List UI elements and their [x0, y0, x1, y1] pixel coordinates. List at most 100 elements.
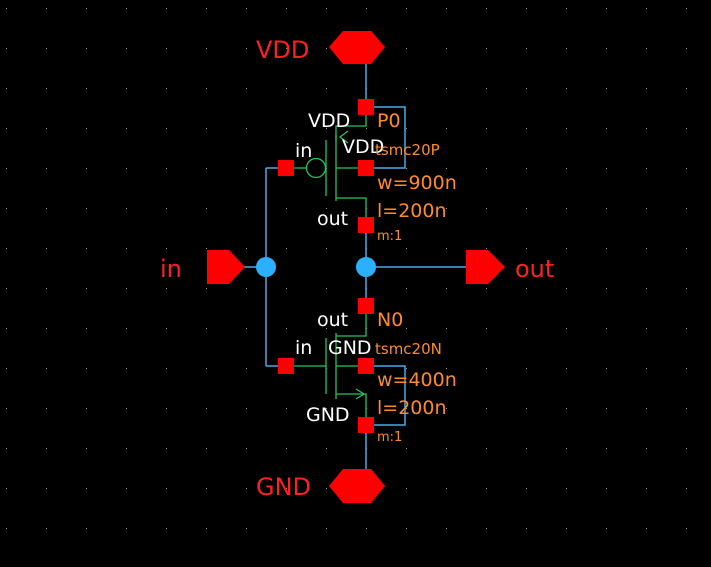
grid-dot	[206, 448, 207, 449]
pmos-instance-name: P0	[377, 110, 401, 132]
grid-dot	[326, 448, 327, 449]
grid-dot	[86, 328, 87, 329]
grid-dot	[606, 248, 607, 249]
grid-dot	[606, 288, 607, 289]
grid-dot	[446, 448, 447, 449]
grid-dot	[526, 528, 527, 529]
grid-dot	[46, 368, 47, 369]
input-pin-in[interactable]	[207, 250, 245, 284]
grid-dot	[166, 408, 167, 409]
pmos-width-param: w=900n	[377, 172, 457, 194]
grid-dot	[486, 48, 487, 49]
grid-dot	[366, 128, 367, 129]
grid-dot	[286, 488, 287, 489]
grid-dot	[406, 8, 407, 9]
grid-dot	[246, 328, 247, 329]
grid-dot	[166, 128, 167, 129]
grid-dot	[166, 248, 167, 249]
grid-dot	[246, 248, 247, 249]
grid-dot	[686, 368, 687, 369]
grid-dot	[206, 8, 207, 9]
grid-dot	[566, 408, 567, 409]
grid-dot	[686, 128, 687, 129]
grid-dot	[686, 248, 687, 249]
pmos-drain-pin[interactable]	[358, 217, 374, 233]
grid-dot	[606, 408, 607, 409]
grid-dot	[286, 528, 287, 529]
grid-dot	[406, 408, 407, 409]
output-pin-out[interactable]	[466, 250, 505, 284]
pmos-source-pin[interactable]	[358, 99, 374, 115]
wire-pmos-bulk-tie[interactable]	[366, 106, 406, 169]
grid-dot	[526, 288, 527, 289]
grid-dot	[246, 288, 247, 289]
grid-dot	[246, 168, 247, 169]
grid-dot	[126, 528, 127, 529]
grid-dot	[326, 528, 327, 529]
grid-dot	[206, 168, 207, 169]
grid-dot	[246, 88, 247, 89]
grid-dot	[6, 288, 7, 289]
vdd-supply-pin[interactable]	[329, 31, 385, 64]
grid-dot	[6, 208, 7, 209]
grid-dot	[166, 368, 167, 369]
grid-dot	[46, 128, 47, 129]
grid-dot	[326, 488, 327, 489]
grid-dot	[406, 328, 407, 329]
grid-dot	[166, 88, 167, 89]
grid-dot	[446, 488, 447, 489]
nmos-drain-pin[interactable]	[358, 298, 374, 314]
grid-dot	[286, 328, 287, 329]
grid-dot	[606, 448, 607, 449]
vdd-pin-label: VDD	[256, 36, 309, 64]
terminal-pins	[278, 99, 374, 433]
junction-dot-in[interactable]	[256, 257, 276, 277]
grid-dot	[526, 328, 527, 329]
in-pin-label: in	[160, 255, 182, 283]
grid-dot	[206, 248, 207, 249]
grid-dot	[486, 448, 487, 449]
grid-dot	[46, 328, 47, 329]
grid-dot	[606, 168, 607, 169]
grid-dot	[406, 48, 407, 49]
grid-dot	[486, 208, 487, 209]
grid-dot	[326, 208, 327, 209]
grid-dot	[686, 528, 687, 529]
grid-dot	[446, 528, 447, 529]
grid-dot	[166, 168, 167, 169]
grid-dot	[206, 328, 207, 329]
grid-dot	[206, 488, 207, 489]
grid-dot	[206, 288, 207, 289]
nmos-gate-pin[interactable]	[278, 358, 294, 374]
junction-dot-out[interactable]	[356, 257, 376, 277]
wire-nmos-bulk-tie[interactable]	[366, 365, 406, 426]
grid-dot	[86, 128, 87, 129]
grid-dot	[566, 88, 567, 89]
gnd-supply-pin[interactable]	[329, 469, 385, 503]
nmos-transistor[interactable]	[286, 306, 367, 425]
pmos-length-param: l=200n	[377, 200, 447, 222]
pmos-source-net-label: VDD	[308, 110, 350, 132]
nmos-length-param: l=200n	[377, 397, 447, 419]
grid-dot	[686, 88, 687, 89]
nmos-source-pin[interactable]	[358, 417, 374, 433]
grid-dot	[126, 88, 127, 89]
pmos-bulk-pin[interactable]	[358, 160, 374, 176]
grid-dot	[286, 248, 287, 249]
grid-dot	[246, 448, 247, 449]
grid-dot	[566, 168, 567, 169]
grid-dot	[646, 288, 647, 289]
grid-dot	[46, 288, 47, 289]
nmos-bulk-pin[interactable]	[358, 358, 374, 374]
grid-dot	[686, 328, 687, 329]
pmos-gate-pin[interactable]	[278, 160, 294, 176]
grid-dot	[686, 168, 687, 169]
grid-dot	[526, 248, 527, 249]
grid-dot	[6, 128, 7, 129]
grid-dot	[86, 448, 87, 449]
grid-dot	[486, 528, 487, 529]
grid-dot	[606, 488, 607, 489]
grid-dot	[646, 408, 647, 409]
grid-dot	[406, 488, 407, 489]
